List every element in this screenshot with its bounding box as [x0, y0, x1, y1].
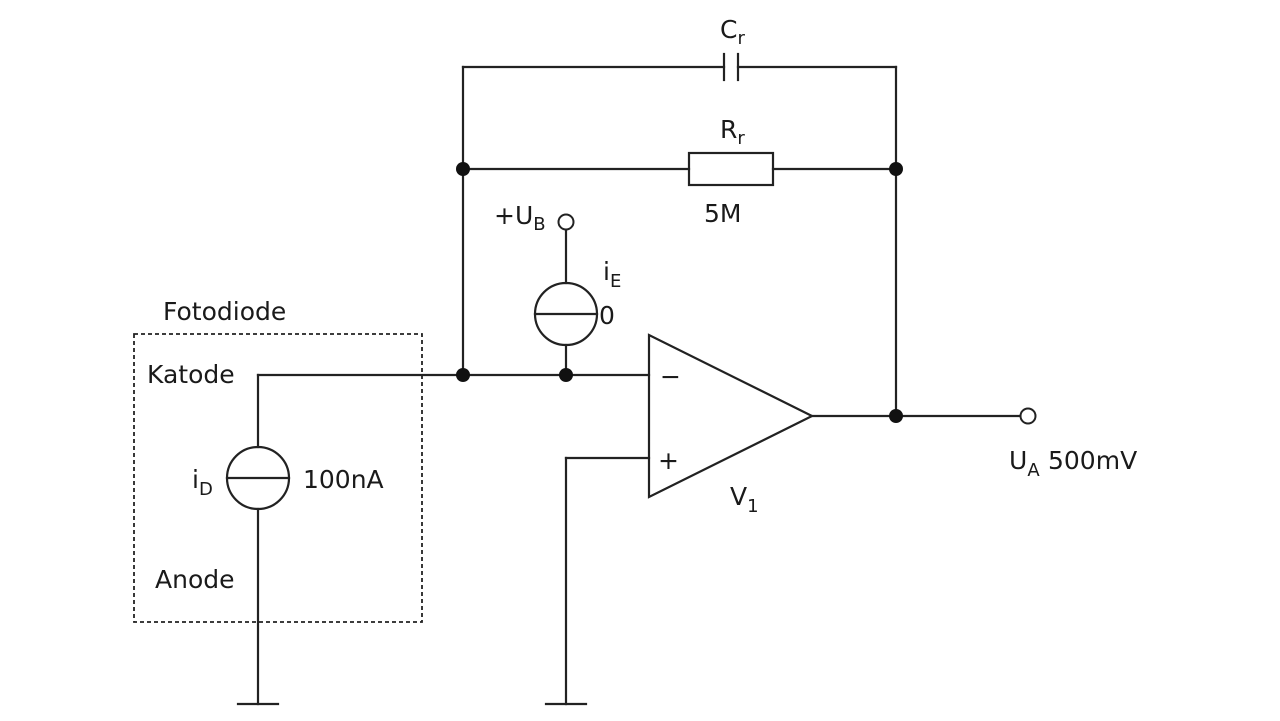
opamp — [544, 333, 1022, 706]
bias-current-source — [533, 213, 599, 377]
output-value: 500mV — [1048, 446, 1137, 475]
supply-terminal — [557, 213, 575, 231]
junction-dot — [559, 368, 573, 382]
inverting-input-sign: − — [660, 362, 681, 391]
photodiode-enclosure — [133, 333, 423, 623]
output-terminal — [1019, 407, 1037, 425]
resistor-label: Rr — [720, 115, 745, 149]
output-label: UA — [1009, 446, 1040, 481]
supply-label: +UB — [494, 201, 546, 235]
opamp-label: V1 — [730, 482, 759, 517]
bias-source-value: 0 — [599, 301, 615, 330]
capacitor-label: Cr — [720, 15, 745, 49]
capacitor-branch — [461, 52, 898, 82]
resistor-branch — [461, 151, 898, 187]
photodiode-title: Fotodiode — [163, 297, 286, 326]
junction-dot — [889, 162, 903, 176]
feedback-resistor — [687, 151, 775, 187]
noninverting-input-sign: + — [658, 446, 679, 475]
bias-source-label: iE — [603, 257, 621, 292]
resistor-value: 5M — [704, 199, 741, 228]
junction-dot — [456, 162, 470, 176]
cathode-label: Katode — [147, 360, 235, 389]
diode-source-label: iD — [192, 465, 213, 500]
anode-label: Anode — [155, 565, 235, 594]
junction-dot — [456, 368, 470, 382]
opamp-triangle — [647, 333, 815, 499]
diode-source-value: 100nA — [303, 465, 384, 494]
junction-dot — [889, 409, 903, 423]
photodiode-current-source — [225, 373, 291, 706]
